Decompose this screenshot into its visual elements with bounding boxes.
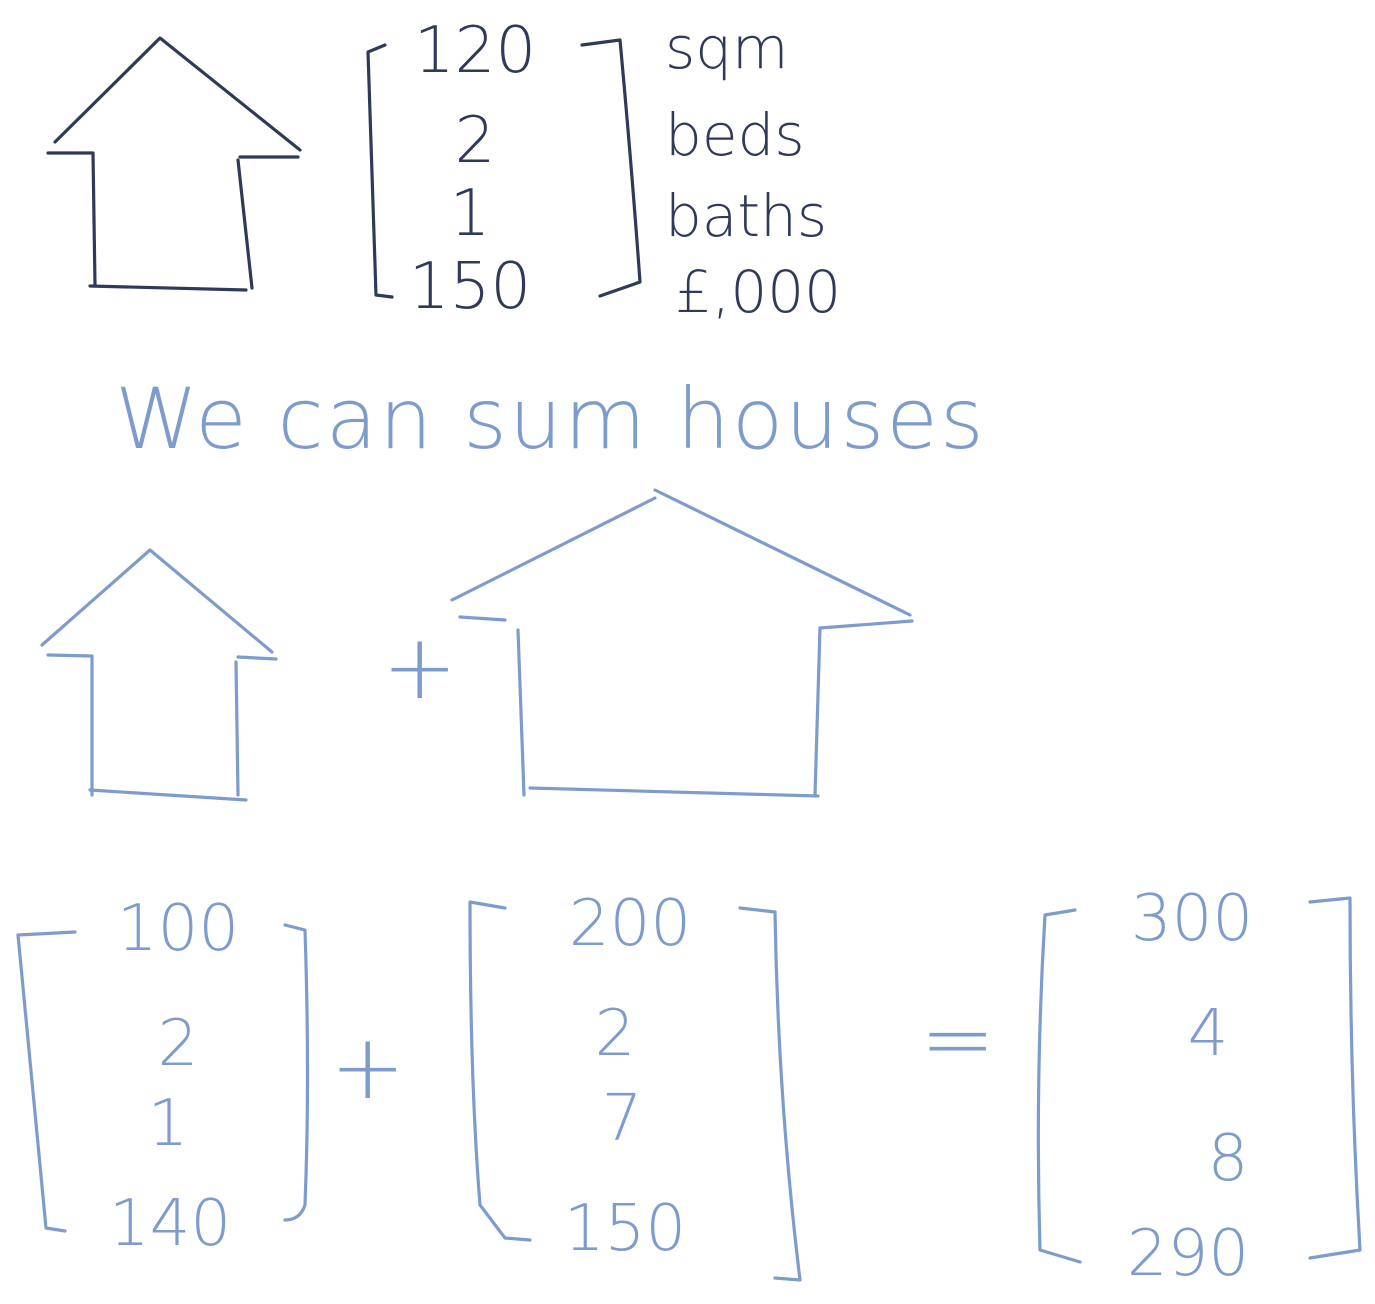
vector-b-bracket-right bbox=[738, 906, 802, 1282]
sum-vector: 300 4 8 290 bbox=[1127, 882, 1253, 1291]
heading: We can sum houses bbox=[115, 370, 986, 468]
small-house-icon bbox=[40, 548, 278, 802]
vector-b-value: 7 bbox=[602, 1082, 643, 1156]
vector-b-value: 200 bbox=[569, 887, 691, 961]
top-vector-bracket-left bbox=[366, 43, 394, 299]
top-vector: 120 2 1 150 bbox=[409, 14, 536, 324]
vector-a-bracket-right bbox=[283, 923, 310, 1222]
unit-label: beds bbox=[665, 101, 805, 169]
vector-b-bracket-left bbox=[468, 900, 532, 1242]
vector-a-value: 100 bbox=[117, 892, 239, 966]
sum-vector-value: 290 bbox=[1127, 1217, 1249, 1291]
house-icon bbox=[46, 36, 302, 292]
large-house-icon bbox=[450, 488, 914, 798]
sum-vector-value: 8 bbox=[1208, 1122, 1249, 1196]
vector-a-value: 140 bbox=[109, 1187, 231, 1261]
vector-a-value: 2 bbox=[158, 1007, 199, 1081]
sum-vector-value: 300 bbox=[1131, 882, 1253, 956]
top-vector-value: 150 bbox=[409, 250, 531, 324]
top-units: sqm beds baths £,000 bbox=[665, 14, 841, 326]
vector-b-value: 2 bbox=[595, 997, 636, 1071]
vector-a: 100 2 1 140 bbox=[109, 892, 239, 1261]
unit-label: sqm bbox=[665, 14, 789, 82]
vector-b: 200 2 7 150 bbox=[564, 887, 691, 1266]
vector-a-value: 1 bbox=[148, 1087, 189, 1161]
vector-b-value: 150 bbox=[564, 1192, 686, 1266]
top-vector-bracket-right bbox=[580, 38, 642, 298]
plus-sign: + bbox=[330, 1015, 405, 1120]
unit-label: baths bbox=[665, 182, 827, 250]
equals-sign: = bbox=[920, 987, 995, 1092]
top-vector-value: 2 bbox=[455, 104, 496, 178]
sum-vector-bracket-left bbox=[1036, 908, 1082, 1264]
unit-label: £,000 bbox=[675, 258, 841, 326]
sum-vector-bracket-right bbox=[1308, 896, 1362, 1260]
top-vector-value: 120 bbox=[414, 14, 536, 88]
top-vector-value: 1 bbox=[450, 177, 491, 251]
plus-sign: + bbox=[382, 615, 457, 720]
vector-a-bracket-left bbox=[16, 930, 77, 1233]
sum-vector-value: 4 bbox=[1188, 997, 1229, 1071]
